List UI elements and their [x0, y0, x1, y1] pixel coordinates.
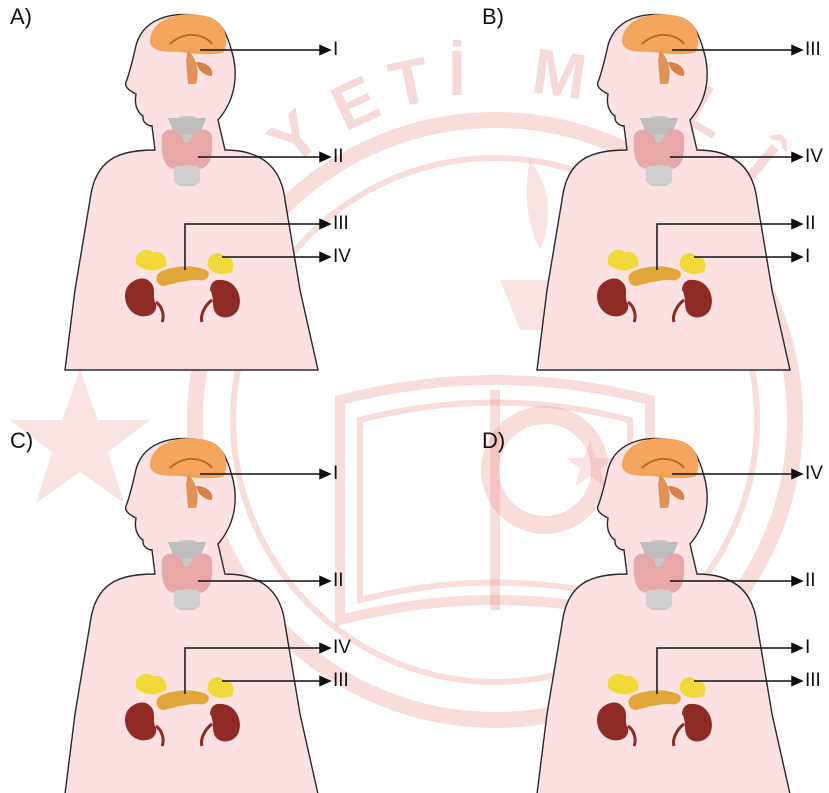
adrenal-roman-label: I	[805, 247, 810, 267]
thyroid-roman-label: II	[333, 571, 344, 591]
thyroid-roman-label: II	[333, 147, 344, 167]
option-letter: D)	[482, 428, 505, 454]
option-letter: A)	[10, 4, 32, 30]
option-letter: B)	[482, 4, 504, 30]
pancreas-roman-label: I	[805, 638, 810, 658]
adrenal-roman-label: III	[333, 671, 349, 691]
thyroid-roman-label: II	[805, 571, 816, 591]
adrenal-roman-label: III	[805, 671, 821, 691]
pancreas-roman-label: IV	[333, 638, 351, 658]
brain-roman-label: IV	[805, 464, 823, 484]
pancreas-roman-label: II	[805, 214, 816, 234]
option-letter: C)	[10, 428, 33, 454]
brain-roman-label: I	[333, 464, 338, 484]
adrenal-roman-label: IV	[333, 247, 351, 267]
thyroid-roman-label: IV	[805, 147, 823, 167]
pancreas-roman-label: III	[333, 214, 349, 234]
brain-roman-label: I	[333, 40, 338, 60]
brain-roman-label: III	[805, 40, 821, 60]
watermark-letter: İ	[448, 37, 466, 109]
